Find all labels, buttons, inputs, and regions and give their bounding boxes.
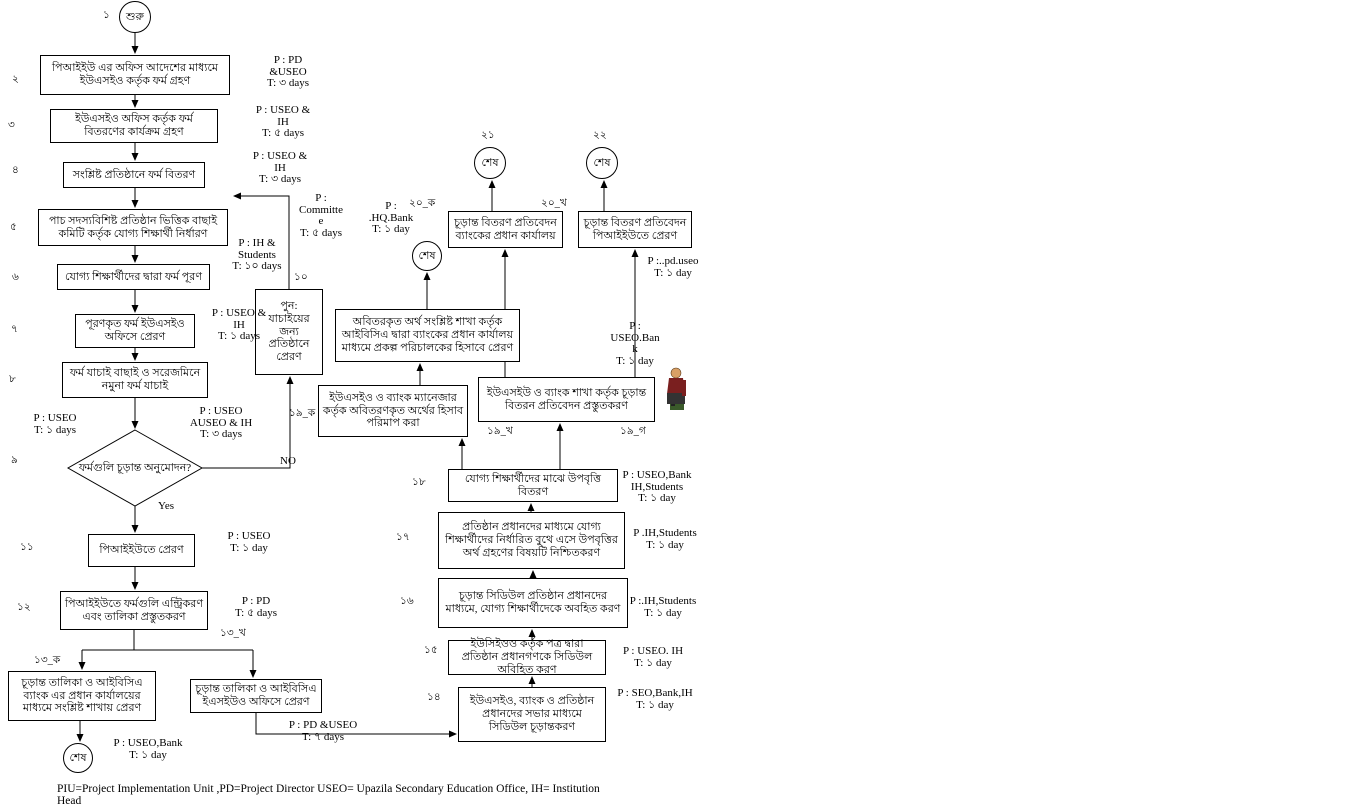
decision-final-approval: ফর্মগুলি চূড়ান্ত অনুমোদন? (78, 461, 192, 474)
decision-diamond-shape (66, 429, 204, 507)
node-schedule-letter: ইউসিইওও কর্তৃক পত্র দ্বারা প্রতিষ্ঠান প্… (448, 638, 606, 676)
node-distribute-forms: সংশ্লিষ্ট প্রতিষ্ঠানে ফর্ম বিতরণ (63, 162, 205, 188)
step-number-21: ২১ (481, 130, 495, 141)
annotation-step3: P : USEO & IH T: ৫ days (255, 104, 311, 139)
step-number-3: ৩ (8, 120, 15, 131)
step-number-9: ৯ (11, 455, 18, 466)
node-confirm-booth-receipt: প্রতিষ্ঠান প্রধানদের মাধ্যমে যোগ্য শিক্ষ… (438, 512, 625, 569)
step-number-10: ১০ (294, 272, 308, 283)
node-send-to-piu: পিআইইউতে প্রেরণ (88, 534, 195, 567)
yes-label: Yes (158, 500, 175, 512)
step-number-18: ১৮ (412, 477, 426, 488)
end-terminal-13: শেষ (63, 743, 93, 773)
step-number-19b: ১৯_খ (487, 426, 513, 437)
step-number-13b: ১৩_খ (220, 628, 246, 639)
step-number-19c: ১৯_গ (620, 426, 646, 437)
node-form-distribution-program: ইউএসইও অফিস কর্তৃক ফর্ম বিতরণের কার্যক্র… (50, 109, 218, 143)
annotation-step17: P .IH,Students T: ১ day (633, 527, 697, 551)
annotation-step2: P : PD &USEO T: ৩ days (266, 54, 310, 89)
end-terminal-22: শেষ (586, 147, 618, 179)
node-send-forms-useo: পূরণকৃত ফর্ম ইউএসইও অফিসে প্রেরণ (75, 314, 195, 348)
node-report-piu: চূড়ান্ত বিতরণ প্রতিবেদন পিআইইউতে প্রেরণ (578, 211, 692, 248)
step-number-7: ৭ (11, 324, 18, 335)
annotation-step11: P : USEO T: ১ day (227, 530, 271, 554)
node-report-bank-ho: চূড়ান্ত বিতরণ প্রতিবেদন ব্যাংকের প্রধান… (448, 211, 563, 248)
step-number-8: ৮ (9, 374, 16, 385)
node-entry-and-list: পিআইইউতে ফর্মগুলি এন্ট্রিকরণ এবং তালিকা … (60, 591, 208, 630)
step-number-16: ১৬ (400, 596, 414, 607)
start-terminal: শুরু (119, 1, 151, 33)
node-form-verification: ফর্ম যাচাই বাছাই ও সরেজমিনে নমুনা ফর্ম য… (62, 362, 208, 398)
node-final-list-eseuo: চূড়ান্ত তালিকা ও আইবিসিএ ইএসইউও অফিসে প… (190, 679, 322, 713)
annotation-step5: P : Committe e T: ৫ days (299, 192, 343, 239)
annotation-hq-bank: P : .HQ.Bank T: ১ day (368, 200, 414, 235)
end-terminal-21: শেষ (474, 147, 506, 179)
annotation-step8: P : USEO AUSEO & IH T: ৩ days (189, 405, 253, 440)
annotation-step19bc: P : USEO.Ban k T: ১ day (610, 320, 660, 367)
step-number-4: ৪ (12, 165, 19, 176)
annotation-step14: P : SEO,Bank,IH T: ১ day (617, 687, 693, 711)
legend-line1: PIU=Project Implementation Unit ,PD=Proj… (57, 783, 600, 795)
step-number-17: ১৭ (396, 532, 410, 543)
annotation-step13a: P : USEO,Bank T: ১ day (113, 737, 183, 761)
step-number-1: ১ (103, 10, 110, 21)
no-label: NO (280, 455, 296, 467)
step-number-6: ৬ (12, 272, 19, 283)
node-final-report-prep: ইউএসইউ ও ব্যাংক শাখা কর্তৃক চূড়ান্ত বিত… (478, 377, 655, 422)
node-undistributed-return: অবিতরকৃত অর্থ সংশ্লিষ্ট শাখা কর্তৃক আইবি… (335, 309, 520, 362)
step-number-22: ২২ (593, 130, 607, 141)
step-number-20b: ২০_খ (541, 198, 567, 209)
step-number-20a: ২০_ক (409, 198, 436, 209)
annotation-step9: P : USEO T: ১ days (33, 412, 77, 436)
annotation-step16: P :.IH,Students T: ১ day (629, 595, 697, 619)
annotation-step12: P : PD T: ৫ days (234, 595, 278, 619)
node-inform-students-schedule: চূড়ান্ত সিডিউল প্রতিষ্ঠান প্রধানদের মাধ… (438, 578, 628, 628)
node-undistributed-measure: ইউএসইও ও ব্যাংক ম্যানেজার কর্তৃক অবিতরণক… (318, 385, 468, 437)
annotation-step6: P : IH & Students T: ১০ days (232, 237, 282, 272)
person-clipart-image (667, 367, 686, 410)
node-final-list-bank-ho: চূড়ান্ত তালিকা ও আইবিসিএ ব্যাংক এর প্রধ… (8, 671, 156, 721)
step-number-12: ১২ (17, 602, 31, 613)
annotation-step4: P : USEO & IH T: ৩ days (252, 150, 308, 185)
node-form-collection: পিআইইউ এর অফিস আদেশের মাধ্যমে ইউএসইও কর্… (40, 55, 230, 95)
step-number-14: ১৪ (427, 692, 441, 703)
node-selection-committee: পাচ সদস্যবিশিষ্ট প্রতিষ্ঠান ভিত্তিক বাছা… (38, 209, 228, 246)
node-students-fill-forms: যোগ্য শিক্ষার্থীদের দ্বারা ফর্ম পূরণ (57, 264, 210, 290)
step-number-19a: ১৯_ক (289, 408, 316, 419)
annotation-step13b: P : PD &USEO T: ৭ days (288, 719, 358, 743)
annotation-step7: P : USEO & IH T: ১ days (211, 307, 267, 342)
step-number-13a: ১৩_ক (34, 655, 61, 666)
node-schedule-finalize-meeting: ইউএসইও, ব্যাংক ও প্রতিষ্ঠান প্রধানদের সভ… (458, 687, 606, 742)
annotation-step15: P : USEO. IH T: ১ day (622, 645, 684, 669)
end-terminal-unallocated: শেষ (412, 241, 442, 271)
step-number-5: ৫ (10, 222, 17, 233)
step-number-2: ২ (12, 74, 19, 85)
node-stipend-distribution: যোগ্য শিক্ষার্থীদের মাঝে উপবৃত্তি বিতরণ (448, 469, 618, 502)
step-number-11: ১১ (20, 542, 34, 553)
step-number-15: ১৫ (424, 645, 438, 656)
annotation-step18: P : USEO,Bank IH,Students T: ১ day (622, 469, 692, 504)
node-resend-for-verification: পুন: যাচাইয়ের জন্য প্রতিষ্ঠানে প্রেরণ (255, 289, 323, 375)
legend-line2: Head (57, 795, 82, 807)
annotation-step20b: P :..pd.useo T: ১ day (647, 255, 699, 279)
